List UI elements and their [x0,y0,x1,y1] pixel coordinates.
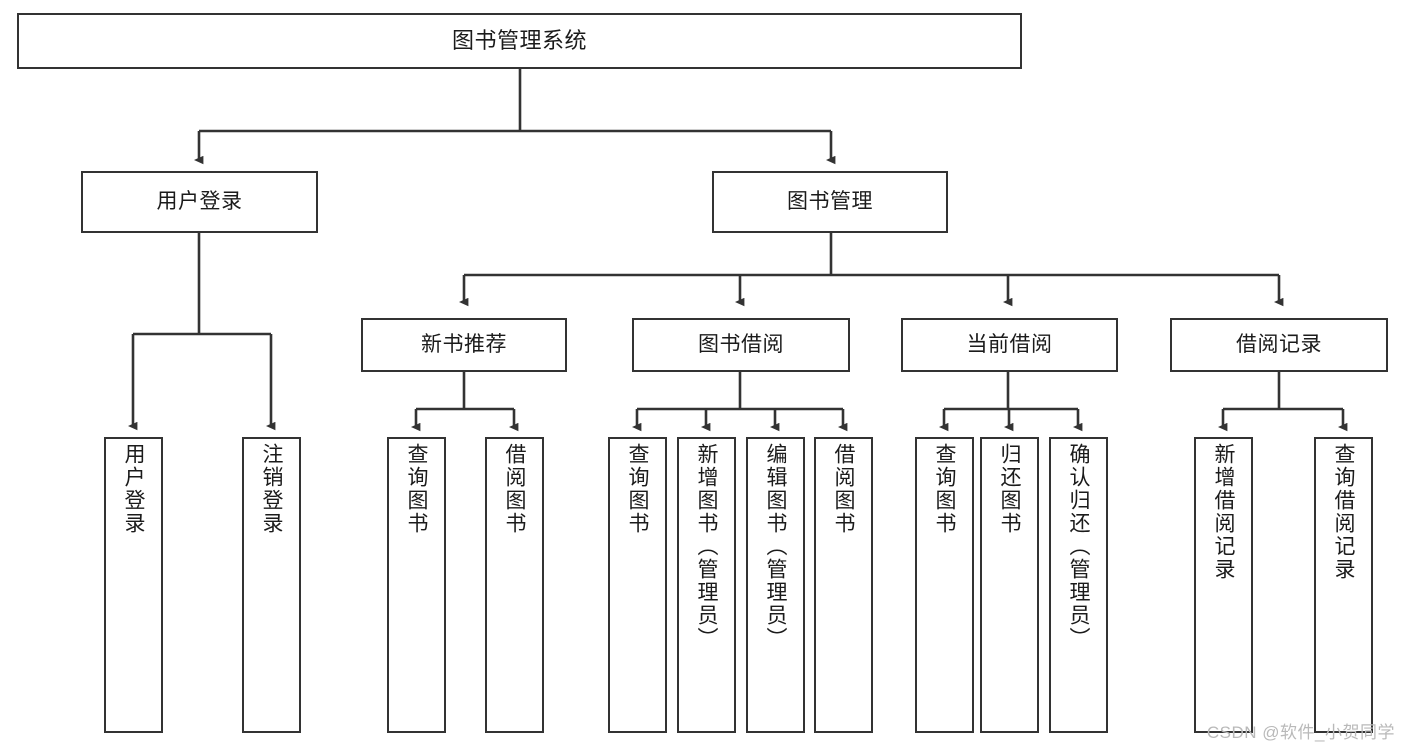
node-new-book-recommend[interactable]: 新书推荐 [361,318,567,372]
node-book-management[interactable]: 图书管理 [712,171,948,233]
node-leaf-query-book-current[interactable]: 查询图书 [915,437,974,733]
node-label: 编辑图书（管理员） [764,443,787,650]
node-label: 借阅图书 [832,443,855,535]
node-label: 新增借阅记录 [1212,443,1235,581]
node-label: 图书管理系统 [451,28,587,54]
node-leaf-add-book-admin[interactable]: 新增图书（管理员） [677,437,736,733]
node-borrow-record[interactable]: 借阅记录 [1170,318,1388,372]
node-leaf-add-borrow-record[interactable]: 新增借阅记录 [1194,437,1253,733]
node-leaf-query-borrow-record[interactable]: 查询借阅记录 [1314,437,1373,733]
node-leaf-user-login[interactable]: 用户登录 [104,437,163,733]
node-label: 查询图书 [626,443,649,535]
watermark-text: CSDN @软件_小贺同学 [1206,723,1395,742]
node-leaf-borrow-book-recommend[interactable]: 借阅图书 [485,437,544,733]
node-leaf-edit-book-admin[interactable]: 编辑图书（管理员） [746,437,805,733]
node-label: 查询图书 [405,443,428,535]
node-leaf-query-book-borrow[interactable]: 查询图书 [608,437,667,733]
node-label: 用户登录 [156,189,243,213]
node-label: 图书借阅 [698,332,784,356]
node-label: 确认归还（管理员） [1067,443,1090,650]
node-current-borrow[interactable]: 当前借阅 [901,318,1118,372]
node-label: 图书管理 [787,189,873,213]
node-label: 借阅记录 [1236,332,1322,356]
node-leaf-query-book-recommend[interactable]: 查询图书 [387,437,446,733]
node-user-login[interactable]: 用户登录 [81,171,318,233]
node-label: 查询图书 [933,443,956,535]
node-label: 用户登录 [122,443,145,535]
node-leaf-return-book[interactable]: 归还图书 [980,437,1039,733]
node-leaf-user-logout[interactable]: 注销登录 [242,437,301,733]
node-label: 归还图书 [998,443,1021,535]
node-label: 查询借阅记录 [1332,443,1355,581]
node-label: 新书推荐 [421,332,507,356]
node-label: 新增图书（管理员） [695,443,718,650]
node-label: 当前借阅 [966,332,1053,356]
node-label: 借阅图书 [503,443,526,535]
node-book-borrow[interactable]: 图书借阅 [632,318,850,372]
node-leaf-confirm-return-admin[interactable]: 确认归还（管理员） [1049,437,1108,733]
node-label: 注销登录 [260,443,283,535]
node-leaf-borrow-book-borrow[interactable]: 借阅图书 [814,437,873,733]
node-root-book-management-system[interactable]: 图书管理系统 [17,13,1022,69]
